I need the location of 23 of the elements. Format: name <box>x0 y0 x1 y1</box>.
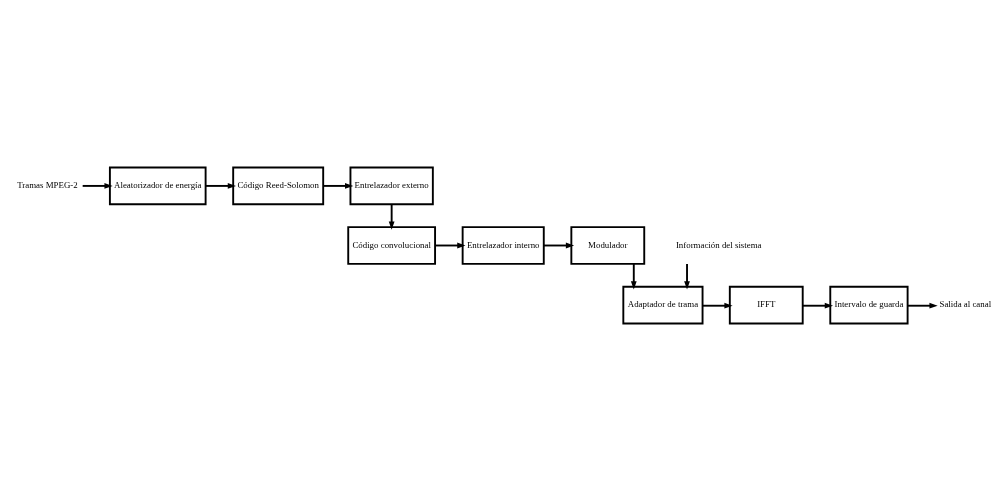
node-text: Salida al canal <box>939 299 992 310</box>
arrow <box>322 183 354 189</box>
node-box: Aleatorizador de energía <box>108 166 207 206</box>
arrow <box>81 183 113 189</box>
node-box: Entrelazador externo <box>349 166 434 206</box>
arrow <box>684 263 690 290</box>
arrow <box>388 203 395 230</box>
arrow <box>630 263 637 290</box>
arrow <box>434 242 466 249</box>
arrow <box>906 302 938 309</box>
arrow <box>801 302 833 309</box>
node-box: Adaptador de trama <box>622 285 704 325</box>
node-text: Información del sistema <box>675 239 762 250</box>
arrow <box>701 302 733 309</box>
node-box: IFFT <box>728 285 804 325</box>
arrow <box>543 242 575 249</box>
node-box: Código Reed-Solomon <box>232 166 325 206</box>
node-box: Intervalo de guarda <box>829 285 909 325</box>
arrow <box>204 183 237 189</box>
node-box: Entrelazador interno <box>461 226 545 265</box>
node-box: Modulador <box>570 226 646 265</box>
node-text: Tramas MPEG-2 <box>17 180 78 191</box>
node-box: Código convolucional <box>347 226 436 265</box>
